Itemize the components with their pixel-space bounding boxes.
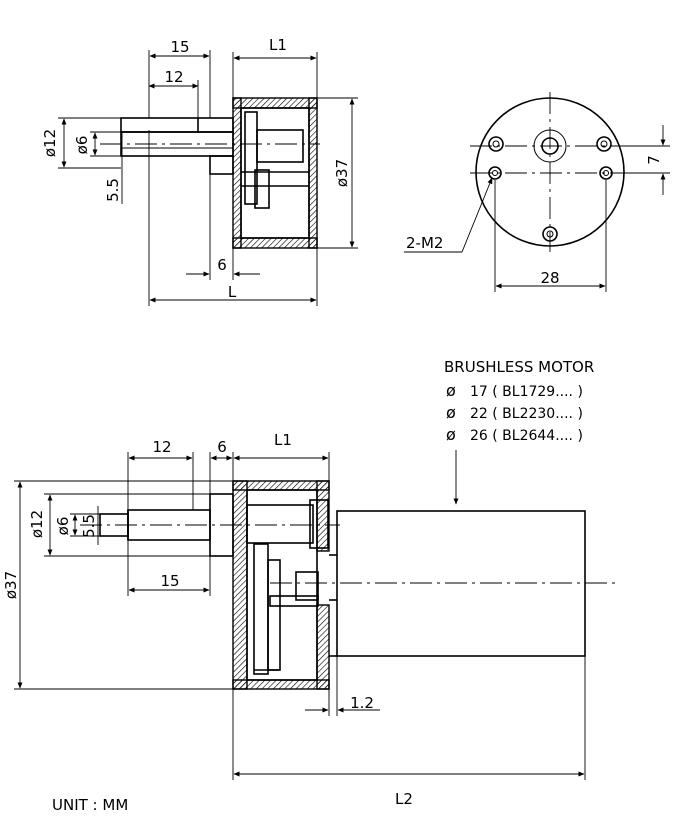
motor-option-1-label: 17 ( BL1729.... ) xyxy=(470,384,583,400)
top-side-view: 15 12 L1 ø12 ø6 5.5 xyxy=(41,36,358,306)
housing-section xyxy=(232,97,318,249)
unit-note: UNIT : MM xyxy=(52,796,128,814)
asm-dim-6-label: 6 xyxy=(217,438,227,456)
motor-option-3-symbol: ø xyxy=(446,425,456,444)
dim-5-5-label: 5.5 xyxy=(104,178,122,202)
asm-dim-15: 15 xyxy=(127,540,211,596)
asm-dim-dia6-label: ø6 xyxy=(54,517,72,536)
dim-15-label: 15 xyxy=(170,38,189,56)
dim-dia12-label: ø12 xyxy=(41,129,59,157)
assembly-view: 12 6 L1 ø12 ø6 5.5 xyxy=(2,431,620,808)
assembly-gears xyxy=(253,543,319,675)
dim-7: 7 xyxy=(622,125,670,195)
dim-dia-left: ø12 ø6 5.5 xyxy=(41,117,123,204)
asm-dim-L1: L1 xyxy=(233,431,330,481)
asm-dim-12-label: 12 xyxy=(152,438,171,456)
asm-dim-L2: L2 xyxy=(232,656,586,808)
assembly-housing xyxy=(232,480,330,690)
dim-7-label: 7 xyxy=(645,155,663,165)
asm-dim-L1-label: L1 xyxy=(274,431,292,449)
dim-L-label: L xyxy=(228,283,237,301)
asm-dim-12: 12 xyxy=(127,438,194,510)
dim-dia37-top: ø37 xyxy=(317,97,358,249)
motor-option-1-symbol: ø xyxy=(446,381,456,400)
dim-28: 28 xyxy=(494,180,607,292)
asm-dim-dia-left: ø12 ø6 5.5 xyxy=(28,493,210,557)
mount-holes-label: 2-M2 xyxy=(406,234,443,252)
dim-L1-label: L1 xyxy=(269,36,287,54)
internal-gears xyxy=(241,111,309,209)
front-view: 7 28 2-M2 xyxy=(404,92,670,292)
mount-holes-callout: 2-M2 xyxy=(404,177,493,253)
motor-body xyxy=(329,510,586,657)
dim-6-L-top: 6 L xyxy=(148,130,318,306)
asm-dim-dia37: ø37 xyxy=(2,480,233,690)
dim-12: 12 xyxy=(148,68,199,118)
dim-12-label: 12 xyxy=(164,68,183,86)
motor-option-2-symbol: ø xyxy=(446,403,456,422)
motor-callout-title: BRUSHLESS MOTOR xyxy=(444,358,594,376)
asm-dim-6: 6 xyxy=(209,438,234,494)
asm-dim-15-label: 15 xyxy=(160,572,179,590)
asm-dim-5-5-label: 5.5 xyxy=(80,514,98,538)
asm-dim-1-2-label: 1.2 xyxy=(350,694,374,712)
dim-28-label: 28 xyxy=(540,269,559,287)
output-shaft xyxy=(120,117,234,175)
motor-callout: BRUSHLESS MOTOR ø 17 ( BL1729.... ) ø 22… xyxy=(444,358,594,505)
motor-option-3-label: 26 ( BL2644.... ) xyxy=(470,428,583,444)
dim-L1-top: L1 xyxy=(232,36,318,98)
dim-6-label: 6 xyxy=(217,256,227,274)
asm-dim-1-2: 1.2 xyxy=(305,656,380,716)
dim-dia37-label: ø37 xyxy=(333,159,351,187)
asm-dim-dia12-label: ø12 xyxy=(28,510,46,538)
mount-hole-group xyxy=(488,136,613,242)
asm-dim-L2-label: L2 xyxy=(395,790,413,808)
motor-option-2-label: 22 ( BL2230.... ) xyxy=(470,406,583,422)
dim-dia6-label: ø6 xyxy=(73,136,91,155)
asm-dim-dia37-label: ø37 xyxy=(2,571,20,599)
